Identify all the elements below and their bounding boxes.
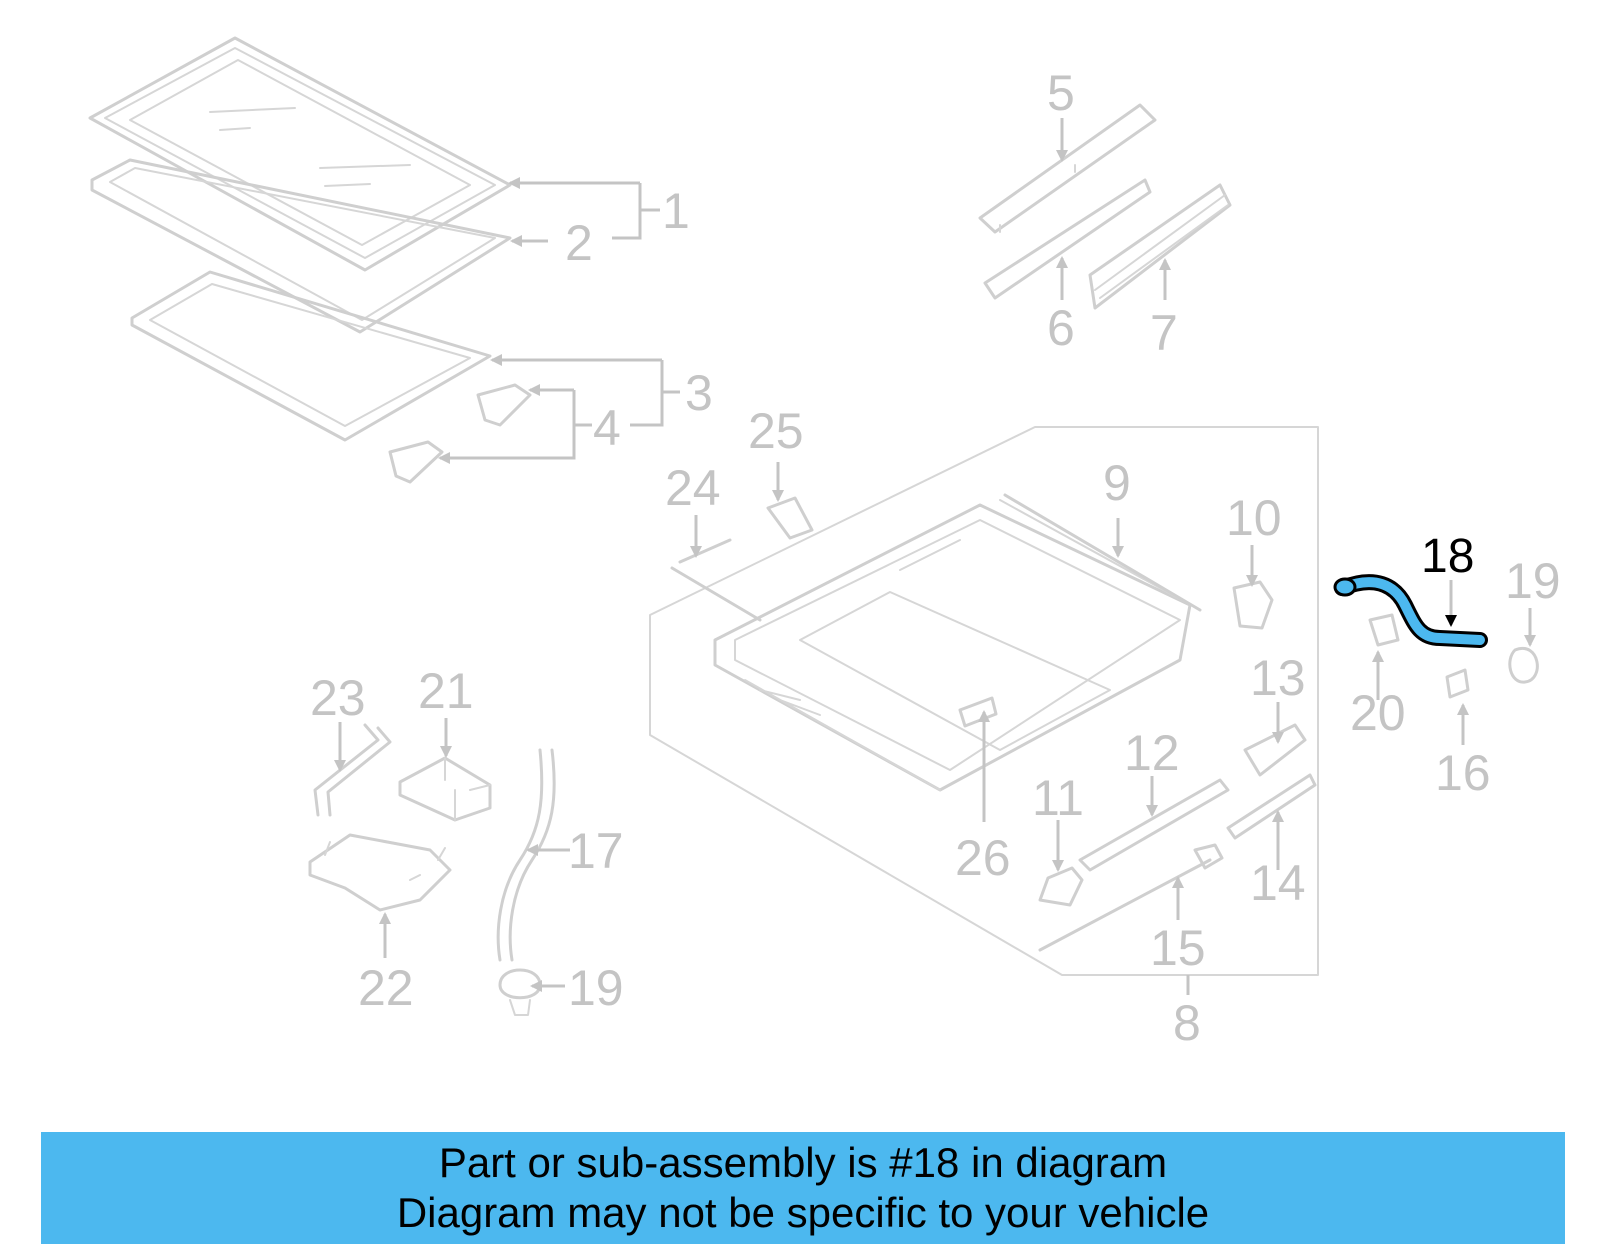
label-18: 18	[1421, 530, 1474, 583]
part-3-frame	[130, 270, 492, 442]
label-15: 15	[1150, 920, 1206, 976]
label-9: 9	[1103, 455, 1131, 511]
label-26: 26	[955, 830, 1011, 886]
label-6: 6	[1047, 300, 1075, 356]
label-11: 11	[1032, 770, 1084, 826]
label-16: 16	[1435, 745, 1491, 801]
part-1-glass-panel	[88, 36, 512, 272]
label-17: 17	[568, 823, 624, 879]
left-lower-parts	[308, 718, 570, 1016]
label-13: 13	[1250, 650, 1306, 706]
label-4: 4	[593, 400, 621, 456]
part-18-hose-highlighted	[1333, 574, 1488, 648]
label-10: 10	[1226, 490, 1282, 546]
leaders-1-4	[438, 177, 680, 464]
label-23: 23	[310, 670, 366, 726]
label-19-left: 19	[568, 960, 624, 1016]
label-5: 5	[1047, 65, 1075, 121]
label-19-right: 19	[1505, 553, 1561, 609]
label-8: 8	[1173, 995, 1201, 1051]
part-labels: 1 2 3 4 5 6 7 8 9 10 11 12 13 14 15 16 1…	[310, 65, 1561, 1051]
part-4-brackets	[388, 383, 532, 484]
misc-parts	[690, 462, 1539, 952]
label-22: 22	[358, 960, 414, 1016]
label-1: 1	[662, 183, 690, 239]
part-2-seal	[90, 158, 512, 334]
label-21: 21	[418, 663, 474, 719]
label-24: 24	[665, 460, 721, 516]
banner-line-1: Part or sub-assembly is #18 in diagram	[438, 1139, 1168, 1186]
info-banner: Part or sub-assembly is #18 in diagram D…	[41, 1132, 1565, 1244]
sunroof-frame	[670, 499, 1201, 792]
banner-line-2: Diagram may not be specific to your vehi…	[396, 1189, 1210, 1236]
part-8-assembly-box	[649, 426, 1319, 995]
label-3: 3	[685, 365, 713, 421]
label-14: 14	[1250, 855, 1306, 911]
label-25: 25	[748, 403, 804, 459]
label-2: 2	[565, 215, 593, 271]
label-20: 20	[1350, 685, 1406, 741]
parts-5-6-7-rails	[978, 103, 1232, 310]
label-7: 7	[1150, 305, 1178, 361]
label-12: 12	[1124, 725, 1180, 781]
